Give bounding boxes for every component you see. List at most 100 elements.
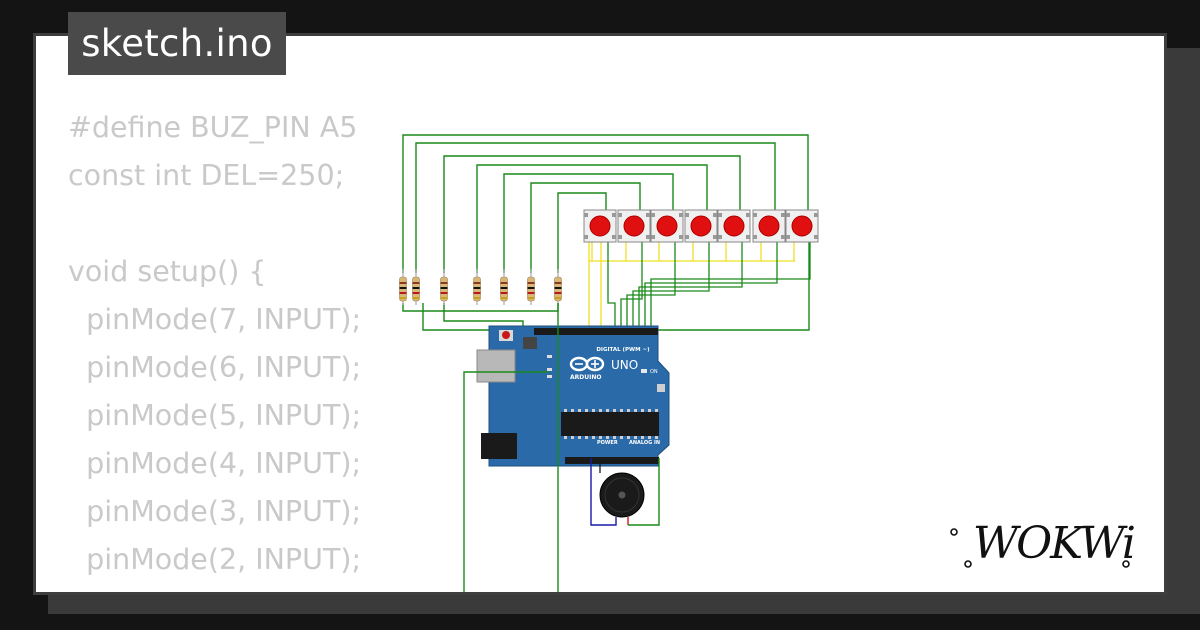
- wire-button-top: [415, 142, 776, 273]
- push-button-leg: [584, 235, 588, 239]
- resistor-band: [527, 292, 535, 294]
- wire-button-pin: [638, 238, 743, 328]
- chip-pin: [634, 436, 637, 439]
- code-line: pinMode(4, INPUT);: [68, 447, 362, 480]
- push-button-leg: [612, 235, 616, 239]
- chip-pin: [634, 409, 637, 412]
- atmega-chip: [561, 412, 659, 436]
- wire-button-top: [503, 173, 674, 273]
- resistor-band: [554, 282, 562, 284]
- chip-pin: [648, 436, 651, 439]
- code-line: void setup() {: [68, 255, 267, 288]
- analog-header-label: ANALOG IN: [629, 440, 660, 446]
- push-button-leg: [685, 213, 689, 217]
- chip-pin: [585, 409, 588, 412]
- chip-pin: [564, 436, 567, 439]
- l-led: [547, 355, 552, 358]
- chip-pin: [564, 409, 567, 412]
- code-line: pinMode(2, INPUT);: [68, 543, 362, 576]
- code-line: pinMode(7, INPUT);: [68, 303, 362, 336]
- chip-pins: [564, 409, 658, 439]
- resistor-band: [500, 287, 508, 289]
- chip-pin: [627, 409, 630, 412]
- wire-resistor-rail: [402, 303, 559, 312]
- push-button-leg: [781, 213, 785, 217]
- push-button-cap: [589, 215, 611, 237]
- push-button-leg: [746, 213, 750, 217]
- wire-button-pin: [607, 238, 616, 328]
- wokwi-logo-text: WOKWi: [973, 518, 1134, 569]
- power-jack: [481, 433, 517, 459]
- resistor-band: [527, 297, 535, 299]
- chip-pin: [655, 409, 658, 412]
- chip-pin: [627, 436, 630, 439]
- code-line: pinMode(3, INPUT);: [68, 495, 362, 528]
- on-label: ON: [650, 369, 658, 375]
- push-button-cap: [623, 215, 645, 237]
- push-button-leg: [612, 213, 616, 217]
- chip-pin: [613, 409, 616, 412]
- chip-pin: [620, 409, 623, 412]
- power-header-label: POWER: [597, 440, 618, 446]
- board-brand: ARDUINO: [570, 374, 601, 381]
- resistor-band: [440, 292, 448, 294]
- chip-pin: [613, 436, 616, 439]
- resistor-band: [412, 287, 420, 289]
- wire-button-pin: [644, 238, 778, 328]
- push-button-leg: [753, 213, 757, 217]
- file-name-tab[interactable]: sketch.ino: [68, 12, 286, 75]
- board-wires: [463, 303, 660, 592]
- chip-pin: [606, 409, 609, 412]
- push-button-body: [583, 209, 617, 243]
- resistor-band: [399, 282, 407, 284]
- code-line: pinMode(5, INPUT);: [68, 399, 362, 432]
- crystal: [657, 384, 665, 392]
- chip-pin: [606, 436, 609, 439]
- chip-pin: [620, 436, 623, 439]
- on-led: [641, 369, 647, 373]
- tx-led: [547, 368, 552, 371]
- chip-pin: [571, 436, 574, 439]
- wire-button-top: [443, 155, 741, 273]
- resistor-band: [527, 287, 535, 289]
- resistor-band: [399, 297, 407, 299]
- buzzer: [599, 472, 645, 518]
- code-line: pinMode(1, INPUT);: [68, 584, 361, 592]
- chip-pin: [578, 436, 581, 439]
- digital-header-label: DIGITAL (PWM ~): [596, 347, 650, 353]
- resistor-band: [412, 297, 420, 299]
- reset-button: [502, 331, 510, 339]
- push-button-leg: [713, 235, 717, 239]
- push-button-leg: [618, 213, 622, 217]
- push-button-leg: [786, 213, 790, 217]
- resistor-band: [399, 287, 407, 289]
- resistor-band: [554, 297, 562, 299]
- resistor-band: [440, 282, 448, 284]
- push-button-leg: [781, 235, 785, 239]
- wokwi-logo: WOKWi: [950, 518, 1136, 569]
- resistor-band: [473, 282, 481, 284]
- resistor-band: [440, 297, 448, 299]
- circuit-diagram: DIGITAL (PWM ~) UNO ARDUINO ON POWER ANA…: [399, 134, 819, 592]
- chip-pin: [592, 409, 595, 412]
- push-button-leg: [753, 235, 757, 239]
- chip-pin: [655, 436, 658, 439]
- push-button-leg: [718, 235, 722, 239]
- push-button-leg: [713, 213, 717, 217]
- chip-pin: [571, 409, 574, 412]
- resistor-band: [473, 292, 481, 294]
- wire-button-pin: [620, 238, 643, 328]
- resistor-band: [500, 292, 508, 294]
- resistor-band: [412, 292, 420, 294]
- chip-pin: [641, 436, 644, 439]
- push-button-leg: [646, 213, 650, 217]
- code-line: pinMode(6, INPUT);: [68, 351, 362, 384]
- push-buttons: [583, 209, 819, 243]
- resistor-band: [500, 297, 508, 299]
- resistor-band: [527, 282, 535, 284]
- wire-button-top: [402, 134, 809, 273]
- wire-button-top: [530, 182, 641, 273]
- wire-buzzer-green: [628, 458, 660, 526]
- push-button-cap: [791, 215, 813, 237]
- push-button-cap: [758, 215, 780, 237]
